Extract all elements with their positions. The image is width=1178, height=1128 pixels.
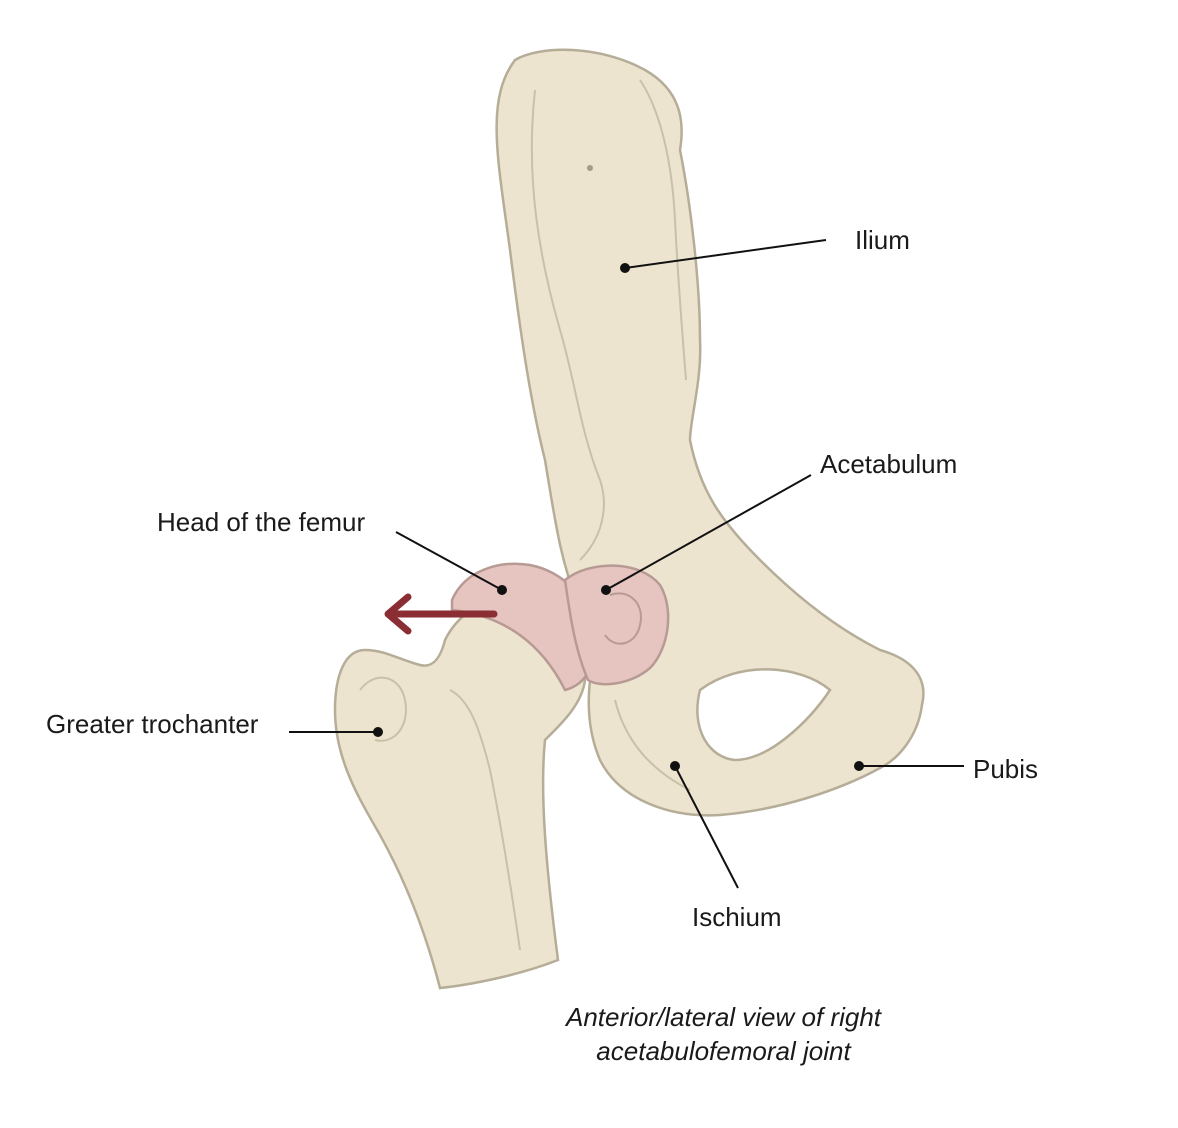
- ilium-shading: [530, 89, 605, 561]
- ischium-leader: [670, 761, 739, 889]
- ischium-shading: [614, 699, 691, 791]
- label-ilium: Ilium: [855, 225, 910, 255]
- caption-line-2: acetabulofemoral joint: [596, 1036, 851, 1066]
- label-ischium: Ischium: [692, 902, 782, 932]
- greater-trochanter-leader: [289, 727, 383, 737]
- obturator-foramen: [696, 668, 832, 762]
- label-pubis: Pubis: [973, 754, 1039, 784]
- acetabulum-cartilage: [563, 564, 670, 686]
- ilium-leader: [620, 239, 827, 273]
- ilium-crest-shading: [639, 79, 687, 381]
- greater-trochanter-shading: [359, 676, 407, 742]
- label-head-of-femur: Head of the femur: [157, 507, 366, 537]
- figure-caption: Anterior/lateral view of right acetabulo…: [500, 1000, 947, 1068]
- leader-lines: [289, 239, 964, 889]
- direction-arrow: [384, 593, 498, 635]
- ilium-foramen-dot: [587, 165, 593, 171]
- head-of-femur-leader: [395, 531, 507, 595]
- femur-neck-shading: [449, 689, 521, 951]
- acetabulum-leader: [601, 474, 812, 595]
- femur: [333, 600, 587, 990]
- acetabular-fossa: [604, 592, 642, 645]
- caption-line-1: Anterior/lateral view of right: [565, 1002, 882, 1032]
- label-acetabulum: Acetabulum: [820, 449, 958, 479]
- label-greater-trochanter: Greater trochanter: [46, 709, 259, 739]
- pubis-leader: [854, 761, 964, 771]
- acetabulum: [563, 564, 670, 686]
